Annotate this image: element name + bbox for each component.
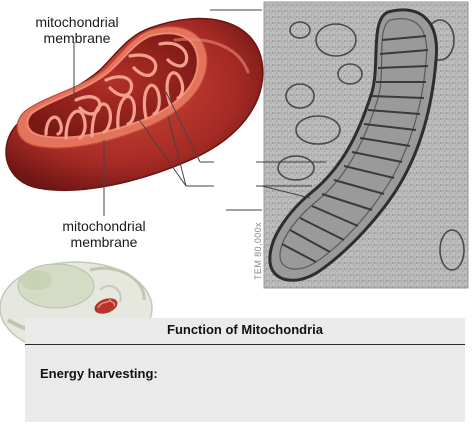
- outer-membrane-label: mitochondrial membrane: [35, 14, 119, 46]
- tem-leader-lines: [256, 161, 326, 199]
- tem-magnification-label: TEM 80,000x: [253, 222, 263, 280]
- tem-cristae: [281, 35, 429, 263]
- tem-mitochondrion-outline: [268, 8, 438, 282]
- inner-membrane-label: mitochondrial membrane: [62, 218, 146, 250]
- mitochondrion-illustration: [5, 17, 264, 191]
- tem-micrograph: [263, 1, 469, 289]
- function-table: [25, 318, 465, 422]
- function-table-divider: [25, 344, 465, 345]
- energy-harvesting-label: Energy harvesting:: [40, 366, 158, 381]
- vesicles: [277, 19, 465, 271]
- cell-mitochondrion: [94, 298, 118, 314]
- function-table-title: Function of Mitochondria: [167, 322, 323, 337]
- leader-lines: [73, 9, 262, 216]
- gloss-highlight: [173, 37, 250, 74]
- cristae: [44, 41, 189, 140]
